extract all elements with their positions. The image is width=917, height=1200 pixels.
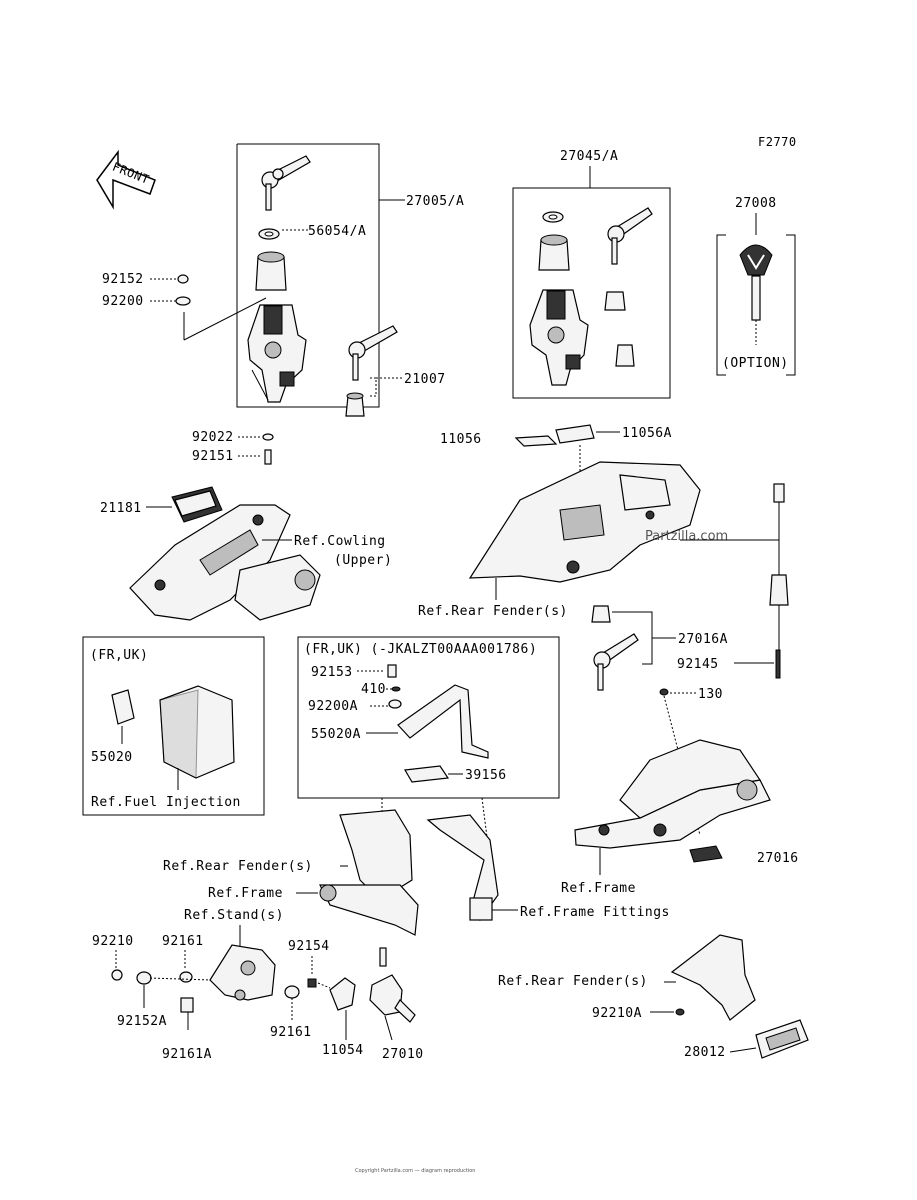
front-arrow-icon: FRONT: [96, 149, 156, 210]
label-92151: 92151: [192, 449, 234, 464]
label-ref-frame-fittings: Ref.Frame Fittings: [520, 905, 670, 920]
label-39156: 39156: [465, 768, 507, 783]
rear-fender-bracket: [670, 934, 756, 1021]
option-key-27008: [739, 244, 773, 321]
label-92152: 92152: [102, 272, 144, 287]
label-11054: 11054: [322, 1043, 364, 1058]
label-11056a: 11056A: [622, 426, 672, 441]
box-fr-uk-fuel-injection: [82, 636, 265, 816]
label-92022: 92022: [192, 430, 234, 445]
cowling-bracket: [129, 504, 321, 621]
label-92210a: 92210A: [592, 1006, 642, 1021]
label-92152a: 92152A: [117, 1014, 167, 1029]
label-21181: 21181: [100, 501, 142, 516]
nut-92210a: [675, 1008, 685, 1016]
label-92200: 92200: [102, 294, 144, 309]
figure-code: F2770: [758, 135, 797, 149]
immobilizer-amplifier-21181: [171, 486, 223, 523]
label-option: (OPTION): [722, 356, 789, 371]
label-92154: 92154: [288, 939, 330, 954]
footer-text: Copyright Partzilla.com — diagram reprod…: [355, 1168, 475, 1174]
label-92145: 92145: [677, 657, 719, 672]
box1-title: (FR,UK): [90, 648, 148, 663]
nut-92152: [177, 274, 189, 284]
bolt-92154: [307, 978, 317, 988]
label-ref-rear-fender-2: Ref.Rear Fender(s): [163, 859, 313, 874]
label-92200a: 92200A: [308, 699, 358, 714]
frame-fittings: [426, 814, 499, 922]
nut-130: [659, 688, 669, 696]
rear-fender-upper: [468, 461, 701, 583]
washer-92161-a: [179, 971, 193, 983]
rear-frame: [574, 739, 771, 849]
spacer-92161a: [180, 997, 194, 1013]
label-92153: 92153: [311, 665, 353, 680]
label-ref-cowling: Ref.Cowling: [294, 534, 386, 549]
side-stand-bracket: [209, 944, 276, 1001]
switch-wire-92145: [769, 483, 789, 679]
label-ref-frame-1: Ref.Frame: [561, 881, 636, 896]
nut-92210: [111, 969, 123, 981]
sidestand-switch-27010: [369, 947, 416, 1023]
ignition-switch-set-27045a-frame: [512, 187, 671, 399]
label-ref-rear-fender-1: Ref.Rear Fender(s): [418, 604, 568, 619]
label-ref-stand: Ref.Stand(s): [184, 908, 284, 923]
label-55020: 55020: [91, 750, 133, 765]
washer-92200: [175, 296, 191, 306]
ignition-switch-set-27045a: [529, 207, 653, 386]
label-92161-a: 92161: [162, 934, 204, 949]
nut-92022: [262, 433, 274, 441]
label-21007: 21007: [404, 372, 446, 387]
bracket-11056: [514, 424, 595, 447]
bracket-11054: [329, 977, 356, 1011]
pad-39156: [404, 765, 450, 783]
ignition-switch-set-27005a: [236, 143, 380, 408]
bolt-92151: [264, 449, 272, 465]
label-130: 130: [698, 687, 723, 702]
label-410: 410: [361, 682, 386, 697]
label-27045a: 27045/A: [560, 149, 618, 164]
label-27016: 27016: [757, 851, 799, 866]
watermark: Partzilla.com: [645, 529, 728, 544]
label-56054a: 56054/A: [308, 224, 366, 239]
label-27010: 27010: [382, 1047, 424, 1062]
label-92161a: 92161A: [162, 1047, 212, 1062]
label-11056: 11056: [440, 432, 482, 447]
switch-27016a: [591, 605, 639, 691]
label-27016a: 27016A: [678, 632, 728, 647]
box-fr-uk-serial: [297, 636, 560, 799]
washer-92161-b: [284, 985, 300, 999]
label-upper: (Upper): [334, 553, 392, 568]
label-27005a: 27005/A: [406, 194, 464, 209]
label-92210: 92210: [92, 934, 134, 949]
label-55020a: 55020A: [311, 727, 361, 742]
frame-tube: [319, 884, 419, 936]
label-27008: 27008: [735, 196, 777, 211]
washer-92200a: [388, 699, 402, 709]
label-28012: 28012: [684, 1045, 726, 1060]
label-92161-b: 92161: [270, 1025, 312, 1040]
switch-27016: [689, 845, 723, 863]
license-light-28012: [755, 1019, 809, 1059]
key-21007: [345, 325, 398, 417]
label-ref-fuel-injection: Ref.Fuel Injection: [91, 795, 241, 810]
bracket-55020a: [397, 684, 489, 759]
bolt-92153: [387, 664, 397, 678]
nut-92152a: [136, 971, 152, 985]
part-410: [391, 686, 401, 692]
label-ref-frame-2: Ref.Frame: [208, 886, 283, 901]
label-ref-rear-fender-3: Ref.Rear Fender(s): [498, 974, 648, 989]
box2-title: (FR,UK) (-JKALZT00AAA001786): [304, 642, 537, 657]
ecu-55020: [111, 685, 235, 779]
